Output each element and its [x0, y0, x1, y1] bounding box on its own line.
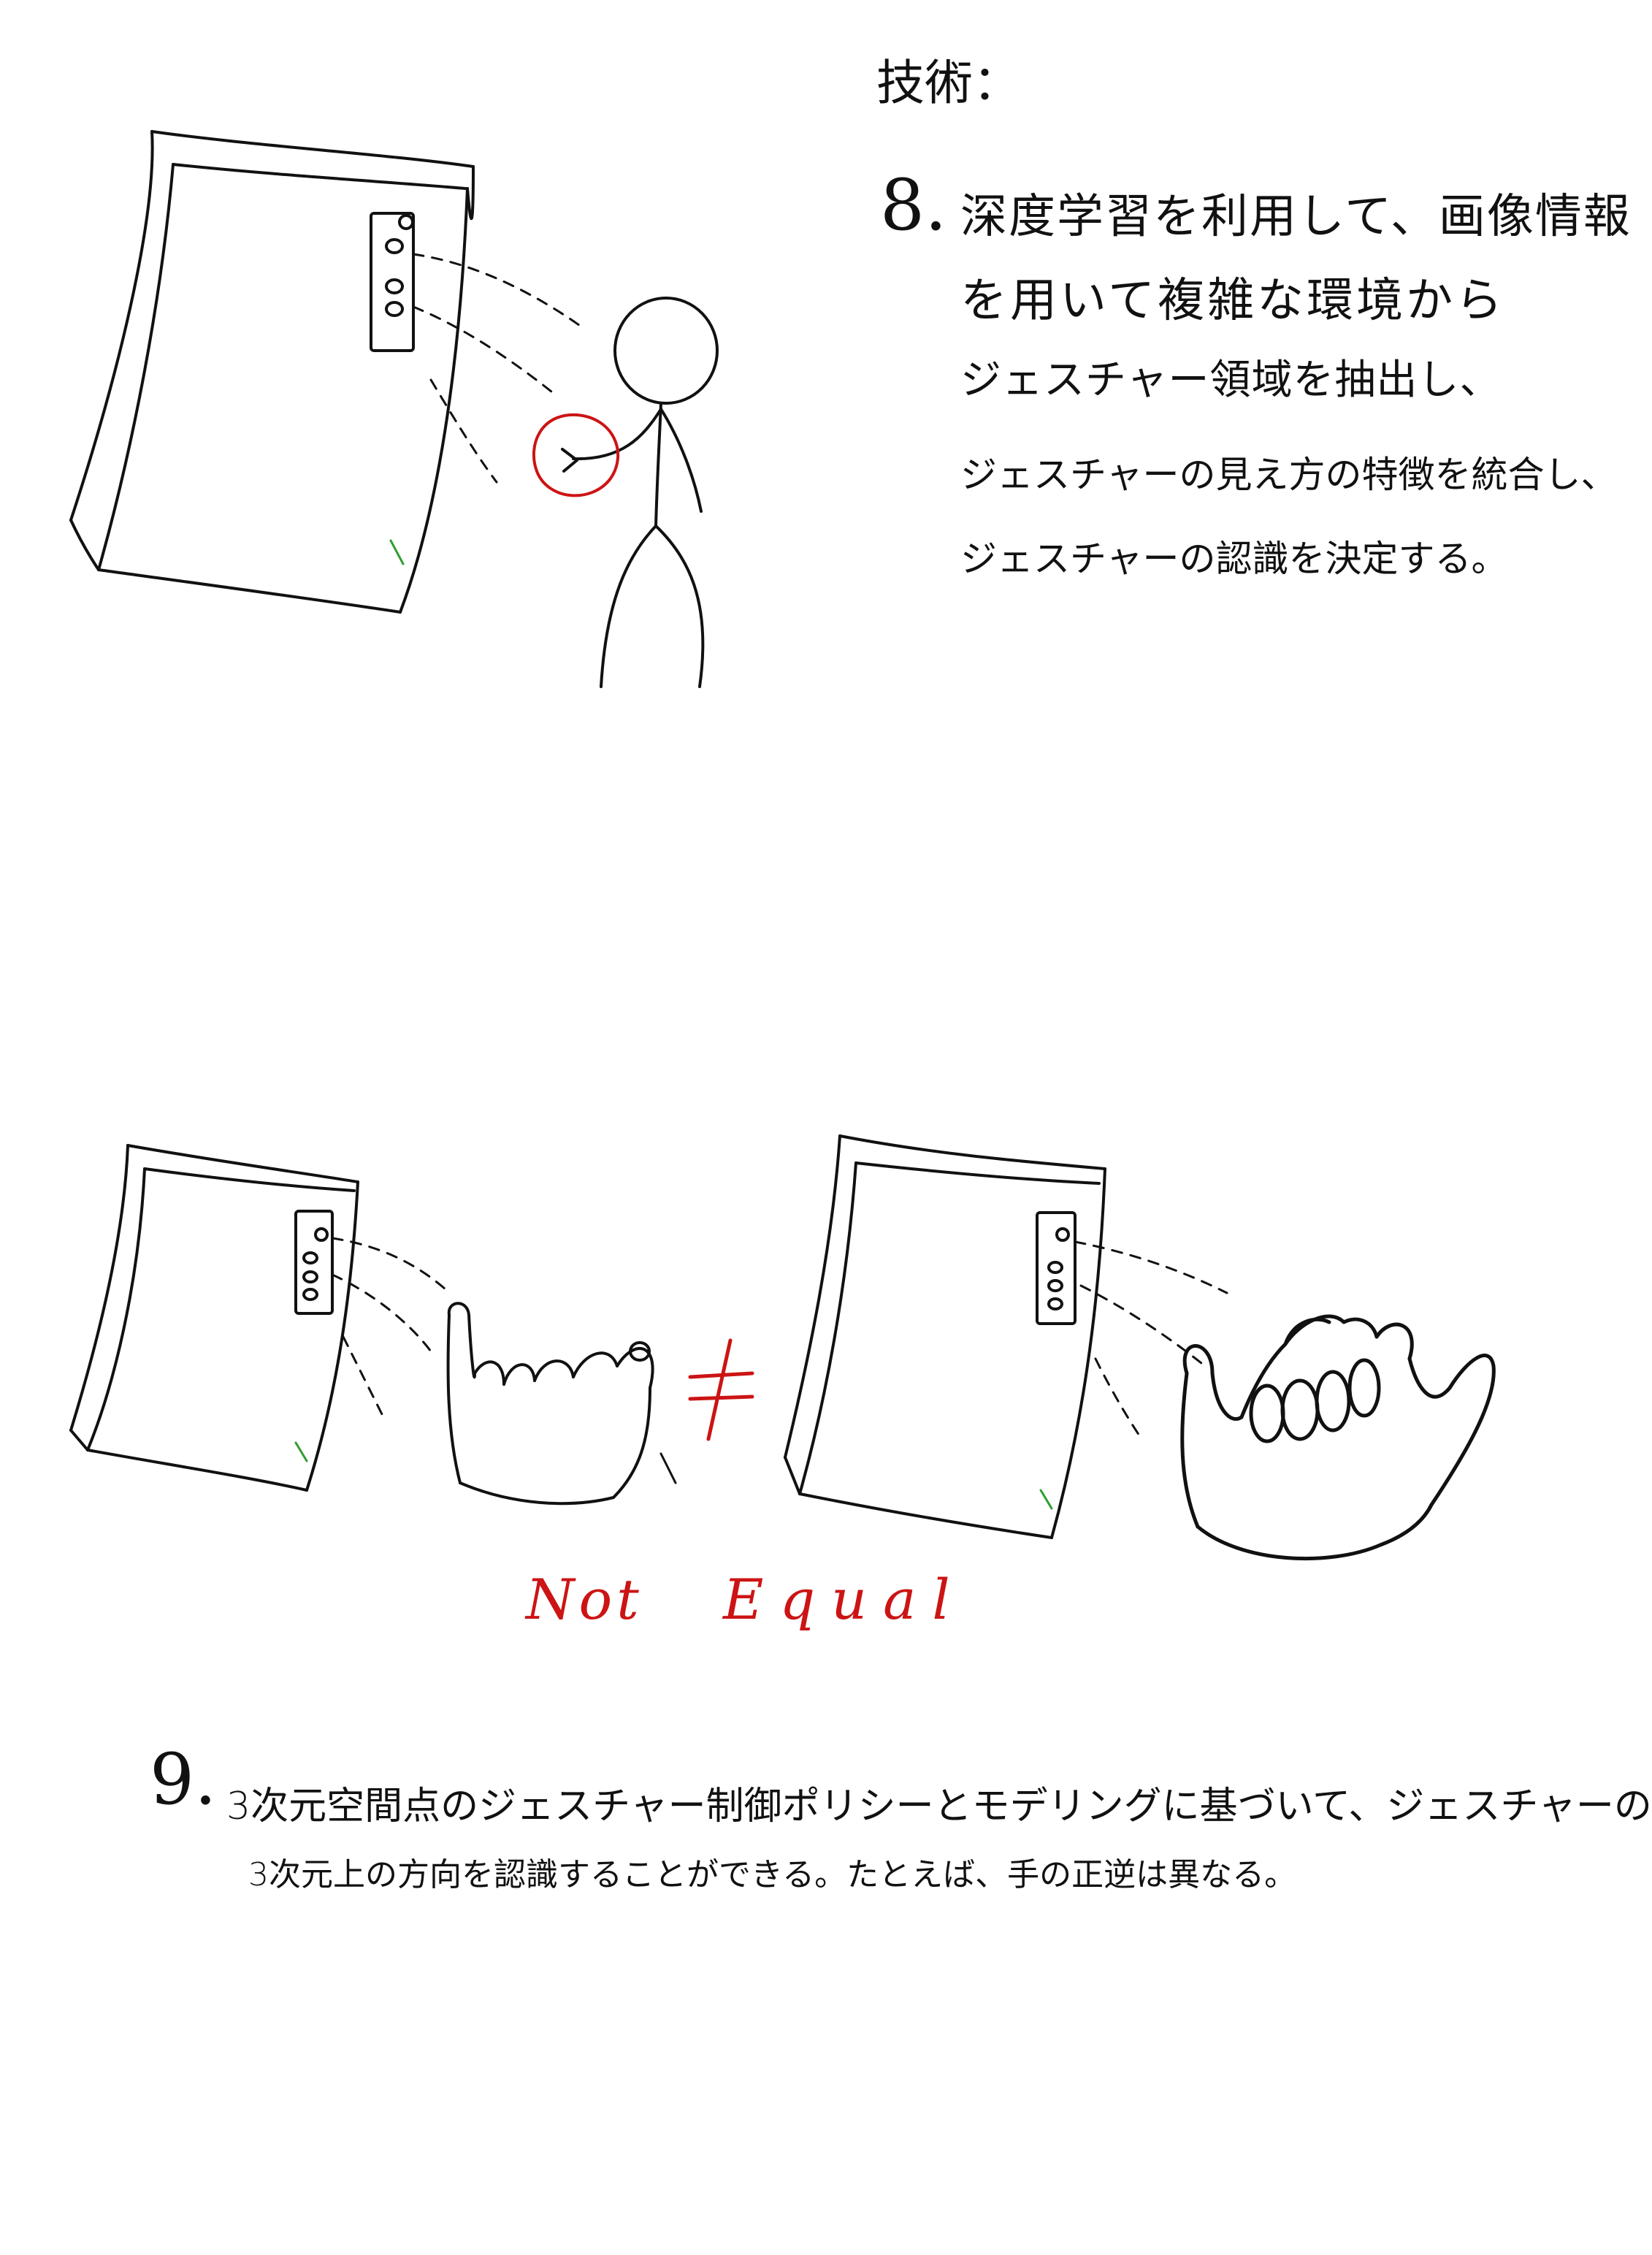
hand-pose-a: [446, 1302, 677, 1506]
item-9-line: 3次元上の方向を認識することができる。たとえば、手の正逆は異なる。: [248, 1856, 1297, 1893]
sketch-canvas: [69, 130, 1496, 1561]
label-equal: Equal: [723, 1567, 966, 1632]
device-panel-top: [69, 130, 475, 614]
notes-heading: 技術：: [876, 55, 1021, 111]
sensor-beams-left: [331, 1237, 447, 1419]
item-8-line: ジェスチャー領域を抽出し、: [960, 356, 1502, 404]
item-8-line: ジェスチャーの見え方の特徴を統合し、: [960, 454, 1618, 496]
item-8-line: ジェスチャーの認識を決定する。: [960, 538, 1508, 580]
item-8-number: 8.: [880, 164, 947, 246]
device-panel-right: [784, 1134, 1106, 1539]
item-8-line: 深度学習を利用して、画像情報: [960, 190, 1632, 244]
sensor-beams-top: [412, 253, 586, 484]
hand-pose-b: [1180, 1314, 1496, 1561]
sensor-module-top: [370, 212, 415, 352]
gesture-highlight-circle: [532, 413, 620, 497]
item-9-number: 9.: [150, 1739, 217, 1820]
item-8-line: を用いて複雑な環境から: [960, 274, 1506, 328]
label-not: Not: [526, 1567, 643, 1632]
sensor-beams-right: [1074, 1240, 1228, 1437]
sensor-module-right: [1036, 1211, 1077, 1325]
device-panel-left: [69, 1144, 359, 1492]
item-9-line: 3次元空間点のジェスチャー制御ポリシーとモデリングに基づいて、ジェスチャーの: [226, 1785, 1652, 1828]
not-equal-sign: [688, 1338, 754, 1441]
stick-figure: [561, 297, 719, 688]
sensor-module-left: [294, 1210, 334, 1315]
